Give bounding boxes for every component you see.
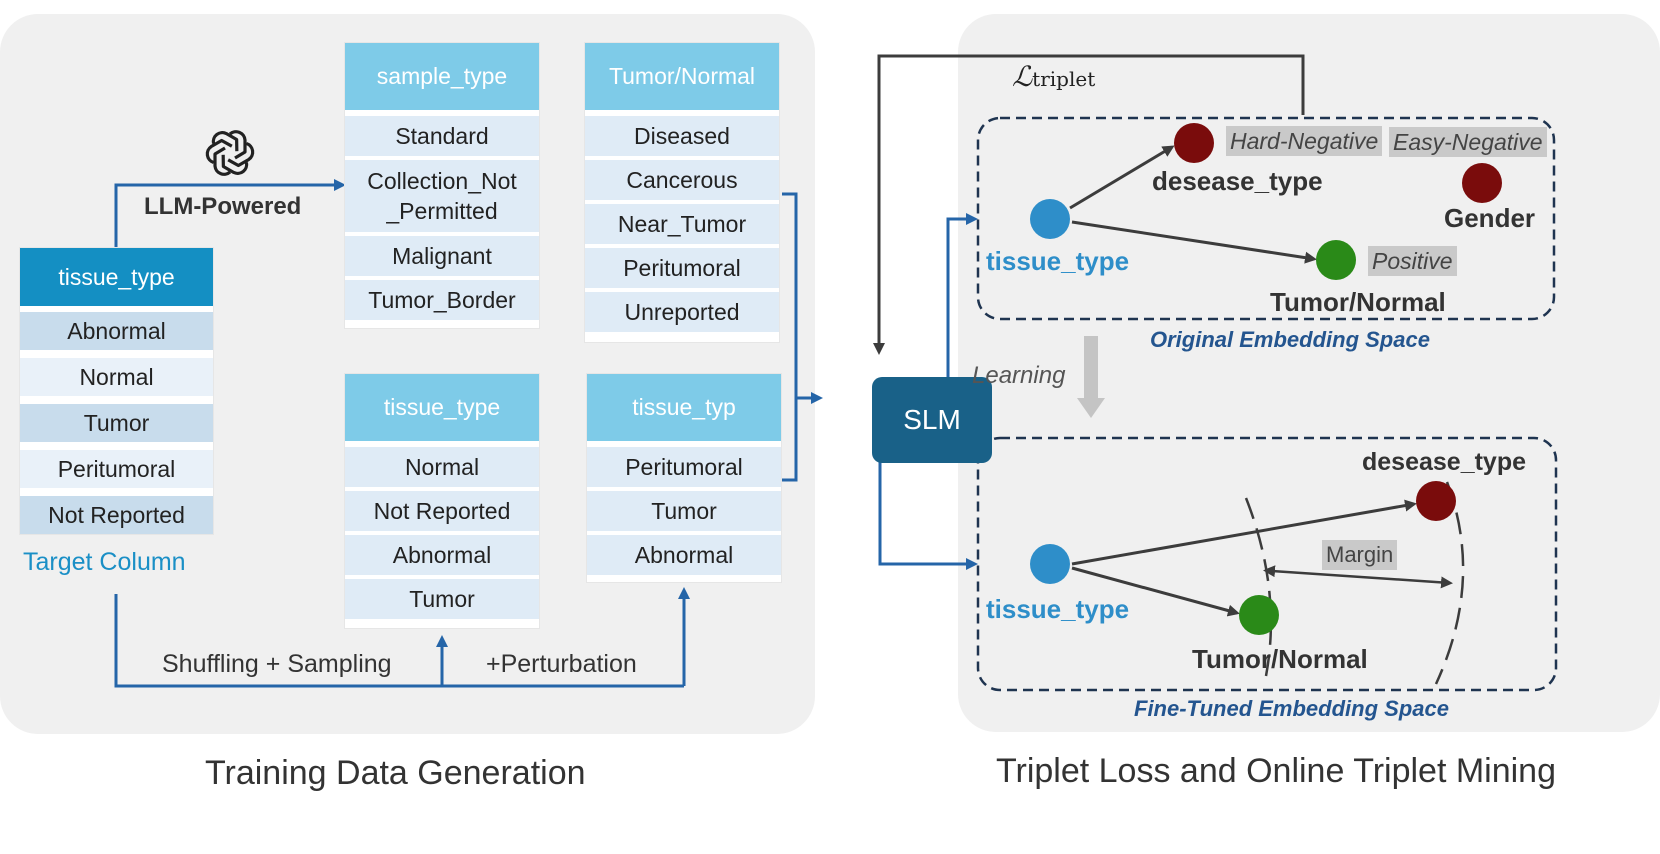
llm-arrow	[114, 179, 346, 250]
left-caption: Training Data Generation	[205, 754, 586, 792]
shuffling-sampling-label: Shuffling + Sampling	[162, 650, 392, 678]
shuffle-path	[114, 594, 684, 688]
table-row: Normal	[345, 447, 539, 487]
ft-positive-node	[1239, 595, 1279, 635]
ft-positive-label: Tumor/Normal	[1192, 644, 1368, 674]
finetuned-space-title: Fine-Tuned Embedding Space	[1134, 696, 1449, 721]
finetuned-space-box	[976, 436, 1558, 692]
table-header: Tumor/Normal	[585, 43, 779, 110]
table-row: Not Reported	[20, 496, 213, 534]
table-row: Malignant	[345, 236, 539, 276]
positive-tag: Positive	[1368, 246, 1457, 276]
orig-anchor-node	[1030, 199, 1070, 239]
orig-hard-negative-node	[1174, 123, 1214, 163]
target-column-label: Target Column	[23, 548, 186, 576]
table-row: Peritumoral	[20, 450, 213, 488]
ft-anchor-node	[1030, 544, 1070, 584]
ft-negative-label: desease_type	[1362, 448, 1527, 476]
table-row: Not Reported	[345, 491, 539, 531]
table-row: Cancerous	[585, 160, 779, 200]
orig-anchor-to-negative	[1069, 145, 1175, 210]
table-header: sample_type	[345, 43, 539, 110]
ft-anchor-to-positive	[1071, 566, 1240, 617]
hard-negative-tag: Hard-Negative	[1226, 126, 1383, 156]
table-row: Standard	[345, 116, 539, 156]
margin-boundary-inner	[1244, 497, 1273, 677]
margin-boundary-outer	[1434, 481, 1465, 685]
learning-arrow-shaft	[1084, 336, 1098, 400]
learning-arrow-head	[1077, 398, 1105, 418]
table-row: Near_Tumor	[585, 204, 779, 244]
slm-box: SLM	[872, 377, 992, 463]
table-row: Diseased	[585, 116, 779, 156]
slm-input-bracket	[782, 192, 798, 482]
target-column-table: tissue_type Abnormal Normal Tumor Peritu…	[20, 248, 213, 534]
table-row: Collection_Not _Permitted	[345, 160, 539, 232]
orig-easy-negative-node	[1462, 163, 1502, 203]
easy-negative-tag: Easy-Negative	[1389, 127, 1547, 157]
original-space-title: Original Embedding Space	[1150, 327, 1430, 352]
margin-arrow	[1263, 565, 1453, 589]
orig-positive-node	[1316, 240, 1356, 280]
table-row: Abnormal	[587, 535, 781, 575]
orig-easy-negative-label: Gender	[1444, 203, 1536, 233]
table-row: Abnormal	[345, 535, 539, 575]
tumor-normal-table: Tumor/Normal Diseased Cancerous Near_Tum…	[585, 43, 779, 342]
table-header: tissue_type	[20, 248, 213, 306]
ft-negative-node	[1416, 481, 1456, 521]
original-space-box	[976, 116, 1556, 321]
table-row: Peritumoral	[587, 447, 781, 487]
shuffled-tissue-type-table: tissue_type Normal Not Reported Abnormal…	[345, 374, 539, 628]
orig-hard-negative-label: desease_type	[1152, 166, 1323, 196]
table-header: tissue_typ	[587, 374, 781, 441]
perturbed-tissue-typ-table: tissue_typ Peritumoral Tumor Abnormal	[587, 374, 781, 582]
loss-feedback-arrow	[873, 54, 1305, 355]
orig-positive-label: Tumor/Normal	[1270, 287, 1446, 317]
triplet-loss-label: ℒtriplet	[1012, 60, 1095, 93]
slm-to-finetuned-arrow	[878, 438, 978, 570]
perturbation-label: +Perturbation	[486, 650, 637, 678]
slm-to-original-arrow	[936, 213, 978, 400]
learning-label: Learning	[972, 362, 1066, 389]
table-row: Normal	[20, 358, 213, 396]
loss-symbol: ℒ	[1012, 60, 1033, 93]
table-row: Peritumoral	[585, 248, 779, 288]
table-row: Abnormal	[20, 312, 213, 350]
table-row: Unreported	[585, 292, 779, 332]
orig-anchor-label: tissue_type	[986, 246, 1130, 276]
openai-logo-icon	[205, 128, 255, 178]
sample-type-table: sample_type Standard Collection_Not _Per…	[345, 43, 539, 328]
table-row: Tumor	[20, 404, 213, 442]
slm-label: SLM	[903, 404, 961, 435]
table-row: Tumor_Border	[345, 280, 539, 320]
margin-tag: Margin	[1322, 540, 1398, 570]
right-caption: Triplet Loss and Online Triplet Mining	[996, 752, 1557, 790]
table-row: Tumor	[587, 491, 781, 531]
orig-anchor-to-positive	[1071, 220, 1317, 264]
ft-anchor-to-negative	[1071, 499, 1417, 566]
table-header: tissue_type	[345, 374, 539, 441]
llm-powered-label: LLM-Powered	[144, 193, 302, 220]
ft-anchor-label: tissue_type	[986, 594, 1130, 624]
loss-subscript: triplet	[1032, 67, 1096, 91]
table-row: Tumor	[345, 579, 539, 619]
